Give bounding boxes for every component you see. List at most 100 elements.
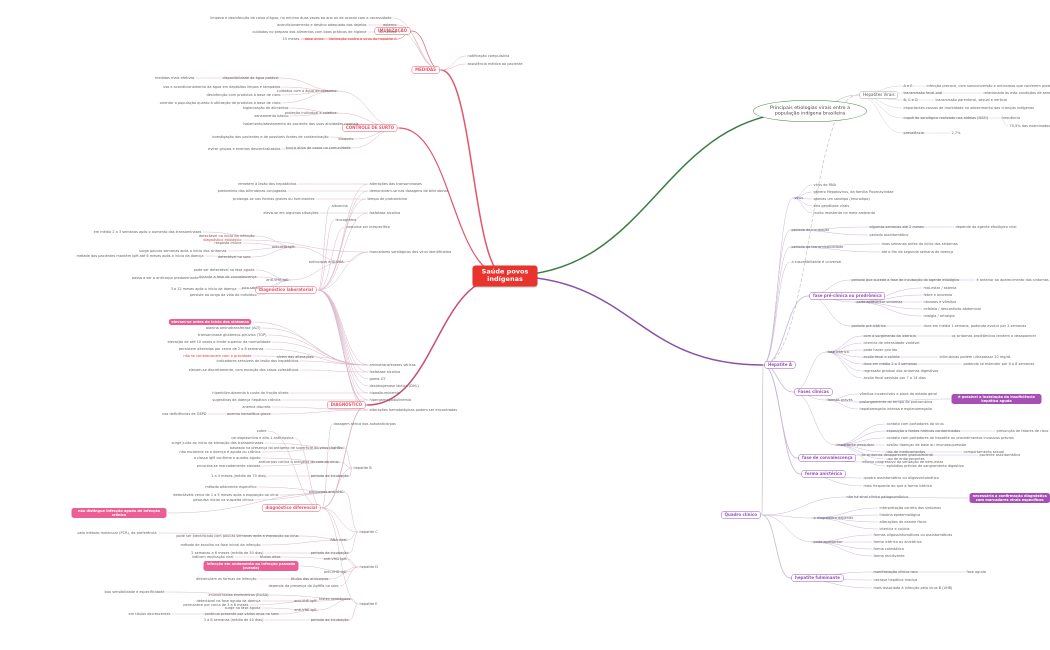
mindmap-node-cv2[interactable]: retorno progressivo da sensação de bem-e… [861, 459, 944, 464]
mindmap-node-hv[interactable]: Hepatites Virais [859, 91, 899, 99]
mindmap-node-inc2[interactable]: período assintomático [869, 232, 909, 237]
mindmap-node-heigg2[interactable]: continua presente por vários anos no sor… [204, 611, 279, 616]
mindmap-node-ddauto[interactable]: dosagem sérica dos autoanticorpos [333, 421, 396, 426]
mindmap-node-hv3a[interactable]: transmissão parenteral, sexual e vertica… [935, 97, 1008, 102]
mindmap-node-fi1a[interactable]: os sintomas prodrômicos tendem a desapar… [951, 333, 1037, 338]
mindmap-node-fi5a[interactable]: podendo se estender por 6 a 8 semanas [963, 361, 1035, 366]
mindmap-node-hepe[interactable]: hepatite E [359, 601, 378, 606]
mindmap-node-hf1[interactable]: manifestação clínica rara [873, 569, 918, 574]
mindmap-node-enz3[interactable]: desidrogenase láctica (DHL) [369, 383, 419, 388]
mindmap-node-hepi1[interactable]: 3 a 8 semanas (média de 40 dias) [203, 617, 264, 622]
mindmap-node-fi7[interactable]: acolia fecal persiste por 7 a 14 dias [863, 375, 926, 380]
mindmap-node-medcaixa[interactable]: limpeza e desinfecção da caixa d'água, n… [210, 15, 392, 20]
mindmap-node-pk5[interactable]: necessária a confirmação diagnóstica com… [969, 492, 1050, 504]
mindmap-node-l3a[interactable]: prolonga-se nas formas graves ou fulmina… [233, 196, 315, 201]
mindmap-node-hv5a1[interactable]: 70,5% dos examinados [1009, 123, 1050, 128]
mindmap-node-igm1[interactable]: detectável no início da infecção [198, 233, 255, 238]
mindmap-node-hepi[interactable]: período de incubação [310, 617, 349, 622]
mindmap-node-l1[interactable]: alterações das transaminases [369, 181, 422, 186]
mindmap-node-anic2[interactable]: mais frequente do que a forma ictérica [863, 483, 932, 488]
mindmap-node-cv1a[interactable]: paciente assintomático [979, 452, 1021, 457]
mindmap-node-igg2a[interactable]: 3 a 12 meses após o início da doença [170, 286, 237, 291]
mindmap-node-inc[interactable]: período de incubação [791, 227, 830, 232]
mindmap-node-hdigg[interactable]: anti-VHD IgG [323, 569, 347, 574]
mindmap-node-l2[interactable]: demonstram-se nas dosagens de bilirrubin… [369, 188, 449, 193]
mindmap-node-fp2c[interactable]: náuseas e vômitos [923, 299, 957, 304]
mindmap-node-v2[interactable]: gênero Hepatovirus, da família Picornavi… [813, 189, 894, 194]
mindmap-node-amin[interactable]: aminotransferases séricas [369, 362, 416, 367]
mindmap-node-fp2[interactable]: pode apresentar sintomas [856, 299, 903, 304]
mindmap-node-pk3[interactable]: infecção em andamento ou infecção passad… [203, 560, 299, 572]
mindmap-node-ctra4[interactable]: orientar a população quanto à utilização… [159, 100, 281, 105]
mindmap-node-diag[interactable]: DIAGNÓSTICO [327, 401, 366, 409]
mindmap-node-v4[interactable]: seis genótipos virais [813, 203, 850, 208]
mindmap-node-hdag[interactable]: depende da presença do AgHBs no soro [268, 583, 339, 588]
mindmap-node-medext[interactable]: externo [383, 22, 397, 27]
mindmap-node-qc[interactable]: Quadro clínico [721, 511, 761, 519]
mindmap-node-qcd3[interactable]: alterações do exame físico [879, 519, 927, 524]
mindmap-node-pk4[interactable]: é possível a instalação da insuficiência… [951, 393, 1042, 405]
mindmap-node-fg1[interactable]: vômitos incoercíveis e piora do estado g… [859, 391, 938, 396]
mindmap-node-medali2[interactable]: cuidados no preparo dos alimentos com bo… [252, 29, 367, 34]
mindmap-node-ctrp2[interactable]: saneamento básico [254, 113, 289, 118]
mindmap-node-igg0[interactable]: pode ser detectável na fase aguda [193, 267, 255, 272]
mindmap-node-amin0[interactable]: indicadores sensíveis de lesão dos hepat… [216, 358, 299, 363]
mindmap-node-an6[interactable]: uso de entorpecentes [886, 456, 925, 461]
mindmap-node-vac15[interactable]: 15 meses [282, 36, 300, 41]
mindmap-node-an2a[interactable]: presunção de fatores de risco [996, 428, 1049, 433]
mindmap-node-dlab[interactable]: diagnóstico laboratorial [255, 286, 317, 294]
mindmap-node-qcp3[interactable]: forma colestática [873, 546, 904, 551]
mindmap-node-hf2[interactable]: necrose hepática maciça [873, 577, 918, 582]
mindmap-node-am4[interactable]: persistem alteradas por cerca de 2 a 8 s… [178, 346, 264, 351]
mindmap-node-fg3[interactable]: hepatomegalia intensa e esplenomegalia [859, 406, 932, 411]
mindmap-node-an2[interactable]: exposição a fontes hídricas contaminadas [886, 428, 961, 433]
mindmap-node-qcp4[interactable]: forma recidivante [873, 553, 905, 558]
mindmap-node-am1[interactable]: alanina aminotransferase (ALT) [205, 325, 261, 330]
mindmap-node-hcab3[interactable]: pesquisa inicial na suspeita clínica [193, 497, 254, 502]
mindmap-node-ctrb2[interactable]: evitar grupos e eventos descentralizados [208, 146, 281, 151]
mindmap-node-ddceru[interactable]: ceruloplasmina e alfa-1-antitripsina [231, 435, 294, 440]
mindmap-node-medali[interactable]: alimentos [379, 29, 397, 34]
mindmap-node-heigm1[interactable]: detectável na fase aguda da doença [196, 598, 261, 603]
mindmap-node-bil2[interactable]: hipergamaglobulinemia [369, 397, 411, 402]
mindmap-node-anam[interactable]: importante pesquisar [836, 442, 875, 447]
mindmap-node-am5a[interactable]: não se correlacionam com a gravidade [183, 353, 252, 358]
mindmap-node-an1[interactable]: contato com portadores do vírus [886, 421, 944, 426]
mindmap-node-l5[interactable]: fosfatase alcalina [369, 210, 401, 215]
mindmap-node-hcr1[interactable]: pode ser identificado com poucas semanas… [176, 533, 299, 538]
mindmap-node-enz1a[interactable]: elevam-se discretamente, com exceção dos… [188, 367, 299, 372]
mindmap-node-fi2[interactable]: icterícia de intensidade variável [863, 340, 920, 345]
mindmap-node-hbcore[interactable]: anticorpos contra o antígeno do core do … [258, 459, 339, 464]
mindmap-node-fi4a[interactable]: bilirrubinas podem ultrapassar 20 mg/dL [939, 354, 1011, 359]
mindmap-node-hesor[interactable]: testes sorológicos [319, 596, 351, 601]
mindmap-node-hbc2[interactable]: encontra-se marcadamente elevada [196, 463, 261, 468]
mindmap-node-inc1a[interactable]: depende do agente etiológico viral [955, 224, 1017, 229]
mindmap-node-heigg[interactable]: anti-VHE IgG [294, 607, 317, 612]
mindmap-node-hv4[interactable]: importantes causas de morbidade no adoec… [903, 105, 1034, 110]
mindmap-node-trans[interactable]: período de transmissibilidade [791, 244, 844, 249]
mindmap-node-qcd2[interactable]: história epidemiológica [879, 512, 921, 517]
mindmap-node-an5a[interactable]: comportamento sexual [963, 449, 1005, 454]
mindmap-node-hdtit1[interactable]: diferenciam as formas de infecção [196, 576, 257, 581]
mindmap-node-v5[interactable]: muito resistente no meio ambiente [813, 210, 876, 215]
mindmap-node-igm4a[interactable]: metade dos pacientes mantém IgM até 6 me… [76, 253, 204, 258]
mindmap-node-v1[interactable]: vírus de RNA [813, 182, 837, 187]
mindmap-node-igm4[interactable]: detectável no soro [217, 254, 251, 259]
mindmap-node-ctrp1[interactable]: higienização de alimentos [242, 105, 289, 110]
mindmap-node-hcab1[interactable]: método altamente específico [205, 484, 257, 489]
mindmap-node-vacdose[interactable]: dose única [304, 36, 324, 41]
mindmap-node-an5[interactable]: uso de medicamentos [886, 449, 926, 454]
mindmap-node-hbag2[interactable]: não esclarece se a doença é aguda ou crô… [179, 449, 261, 454]
mindmap-node-qcd4[interactable]: icterícia e colúria [879, 526, 910, 531]
mindmap-node-am2[interactable]: transaminase glutâmico-pirúvica (TGP) [198, 332, 267, 337]
mindmap-node-bil1[interactable]: hipoalbuminemia [369, 390, 400, 395]
mindmap-node-ctrblo[interactable]: bloqueio [338, 136, 354, 141]
mindmap-node-l7[interactable]: costuma ser inespecífico [346, 224, 390, 229]
mindmap-node-hepd[interactable]: hepatite D [359, 564, 378, 569]
mindmap-node-fp2b[interactable]: febre e anorexia [923, 292, 953, 297]
mindmap-node-hdi1a[interactable]: indicam replicação viral [191, 554, 234, 559]
mindmap-node-hem[interactable]: alterações hematológicas podem ser encon… [369, 407, 458, 412]
mindmap-node-mednot1[interactable]: notificação compulsória [467, 53, 510, 58]
mindmap-node-qcp2[interactable]: forma ictérica ou anictérica [873, 539, 922, 544]
mindmap-node-fict[interactable]: fase ictérica [827, 349, 849, 354]
